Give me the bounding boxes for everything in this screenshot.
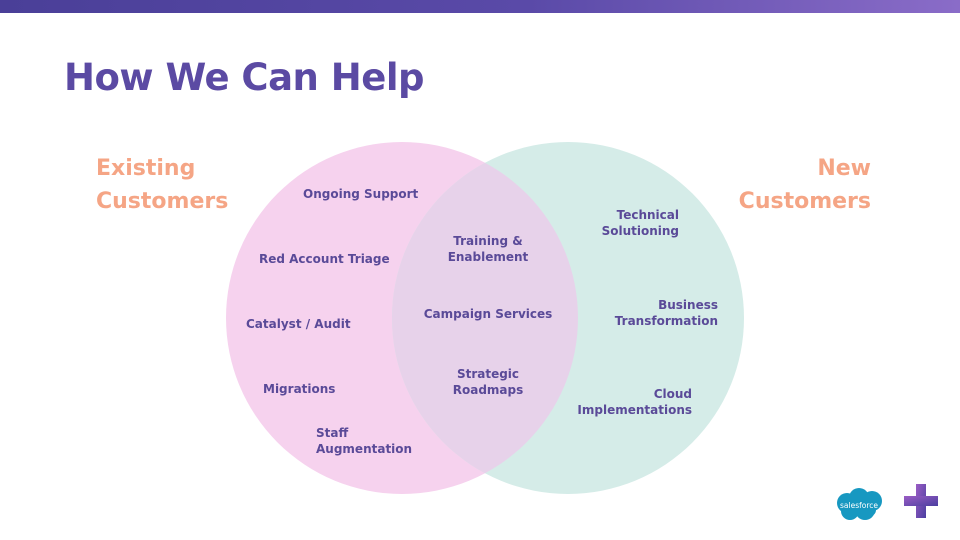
item-catalyst-audit: Catalyst / Audit [246, 317, 351, 331]
item-cloud-implementations: Cloud Implementations [577, 387, 692, 417]
item-migrations: Migrations [263, 382, 336, 396]
overlap-region [392, 142, 578, 494]
existing-customers-label: Existing Customers [96, 156, 229, 214]
item-staff-augmentation: Staff Augmentation [316, 426, 413, 456]
top-accent-bar [0, 0, 960, 13]
item-campaign-services: Campaign Services [423, 307, 553, 321]
item-business-transformation: Business Transformation [614, 298, 718, 328]
item-training-enablement: Training & Enablement [447, 234, 529, 264]
plus-logo-icon [904, 484, 938, 518]
new-customers-label: New Customers [738, 156, 871, 214]
salesforce-cloud-icon: salesforce [837, 488, 882, 520]
salesforce-logo-text: salesforce [840, 501, 878, 510]
item-red-account-triage: Red Account Triage [259, 252, 390, 266]
item-technical-solutioning: Technical Solutioning [601, 208, 679, 238]
slide-title: How We Can Help [64, 56, 425, 99]
item-ongoing-support: Ongoing Support [303, 187, 419, 201]
item-strategic-roadmaps: Strategic Roadmaps [452, 367, 524, 397]
